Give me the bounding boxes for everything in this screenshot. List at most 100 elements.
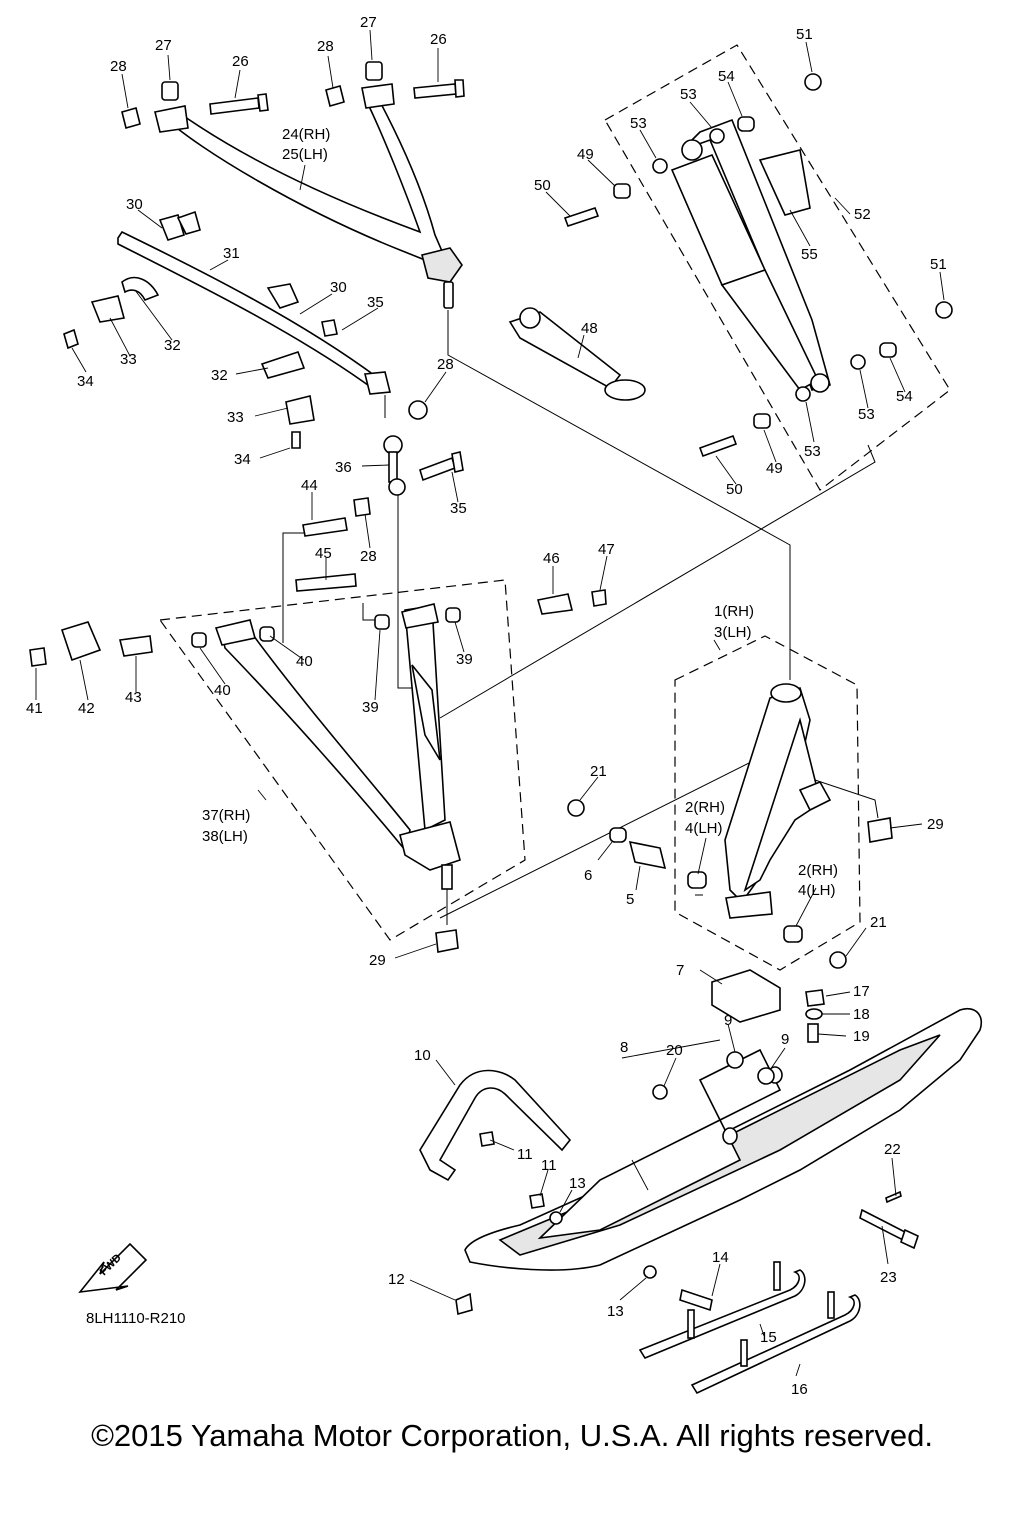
collar-43 [119,635,153,657]
callout: 8 [620,1039,628,1056]
bolt-34-a [63,328,79,350]
callout: 46 [543,550,560,567]
upper-arm-hardware [121,61,465,129]
nut-28-d [353,497,371,517]
callout: 53 [858,406,875,423]
callout: 33 [120,351,137,368]
callout: 34 [234,451,251,468]
callout: 49 [577,146,594,163]
callout: 53 [804,443,821,460]
bushing-27-left [161,81,179,101]
diagram-code: 8LH1110-R210 [86,1310,186,1327]
bushing-27-right [365,61,383,81]
nut-28-a [121,107,141,129]
callout: 41 [26,700,43,717]
wear-bar-16 [690,1294,861,1395]
callout: 35 [367,294,384,311]
bracket-32-b [260,350,306,379]
bushing-49-b [753,413,771,429]
callout: 29 [927,816,944,833]
callout: 40 [214,682,231,699]
washer-21-a [567,799,585,817]
shock-hardware [563,73,953,458]
bushing-2-4-b [783,925,803,943]
nut-28-b [325,85,345,107]
callout: 49 [766,460,783,477]
washer-53-a [709,128,725,144]
pin-22 [885,1190,902,1204]
washer-18 [805,1008,823,1020]
connection-lines [282,310,879,925]
bracket-32-a [121,276,160,302]
stabilizer-bar [63,210,428,449]
callout: 54 [718,68,735,85]
nut-41 [29,647,47,667]
callout: 28 [110,58,127,75]
callout: 15 [760,1329,777,1346]
callout: 23 [880,1269,897,1286]
callout: 31 [223,245,240,262]
copyright-notice: ©2015 Yamaha Motor Corporation, U.S.A. A… [91,1418,933,1453]
collar-54-top [737,116,755,132]
stabilizer-link [353,435,464,517]
washer-13-a [643,1265,657,1279]
bolt-12 [455,1292,473,1316]
callout: 55 [801,246,818,263]
callout: 45 [315,545,332,562]
collar-5 [628,840,667,870]
lower-arm-group-box [158,579,526,941]
wear-bars [638,1261,861,1395]
callout: 18 [853,1006,870,1023]
callout: 52 [854,206,871,223]
callout: 30 [330,279,347,296]
washer-13-b [549,1211,563,1225]
callout: 9 [781,1031,789,1048]
spindle [724,683,832,919]
callout: 26 [430,31,447,48]
guard-42 [60,621,102,662]
callout: 51 [796,26,813,43]
bushing-39-b [445,607,461,623]
washer-21-b [829,951,847,969]
damper-9-a [726,1051,744,1069]
shock-absorber-group-box [604,44,951,491]
bolt-34-b [291,431,301,449]
callout: 17 [853,983,870,1000]
callout: 50 [534,177,551,194]
washer-53-b [652,158,668,174]
callout: 53 [630,115,647,132]
leader-lines [35,29,945,1377]
nut-28-c [408,400,428,420]
bolt-23 [859,1208,906,1242]
callout-labels: 1(RH) 3(LH) 2(RH) 4(LH) 2(RH) 4(LH) 5 6 … [26,14,947,1398]
nut-17 [805,989,825,1007]
bolt-50-b [698,434,738,458]
callout: 36 [335,459,352,476]
label-55 [758,149,811,216]
callout: 33 [227,409,244,426]
bushing-40-b [191,632,207,648]
washer-53-c [850,354,866,370]
spindle-group-box [674,635,861,971]
nut-47 [591,589,607,607]
bushing-2-4-a [687,871,707,889]
nut-11-a [529,1193,545,1209]
callout: 35 [450,500,467,517]
callout: 5 [626,891,634,908]
callout: 28 [437,356,454,373]
callout: 47 [598,541,615,558]
callout: 3(LH) [714,624,752,641]
lower-arm-hardware [29,517,607,667]
callout: 34 [77,373,94,390]
spindle-hardware [435,799,893,969]
callout: 26 [232,53,249,70]
callout: 20 [666,1042,683,1059]
callout: 37(RH) [202,807,250,824]
callout: 28 [317,38,334,55]
bushing-49-a [613,183,631,199]
collar-19 [807,1023,819,1043]
bolt-45 [295,573,357,592]
callout: 10 [414,1047,431,1064]
callout: 19 [853,1028,870,1045]
